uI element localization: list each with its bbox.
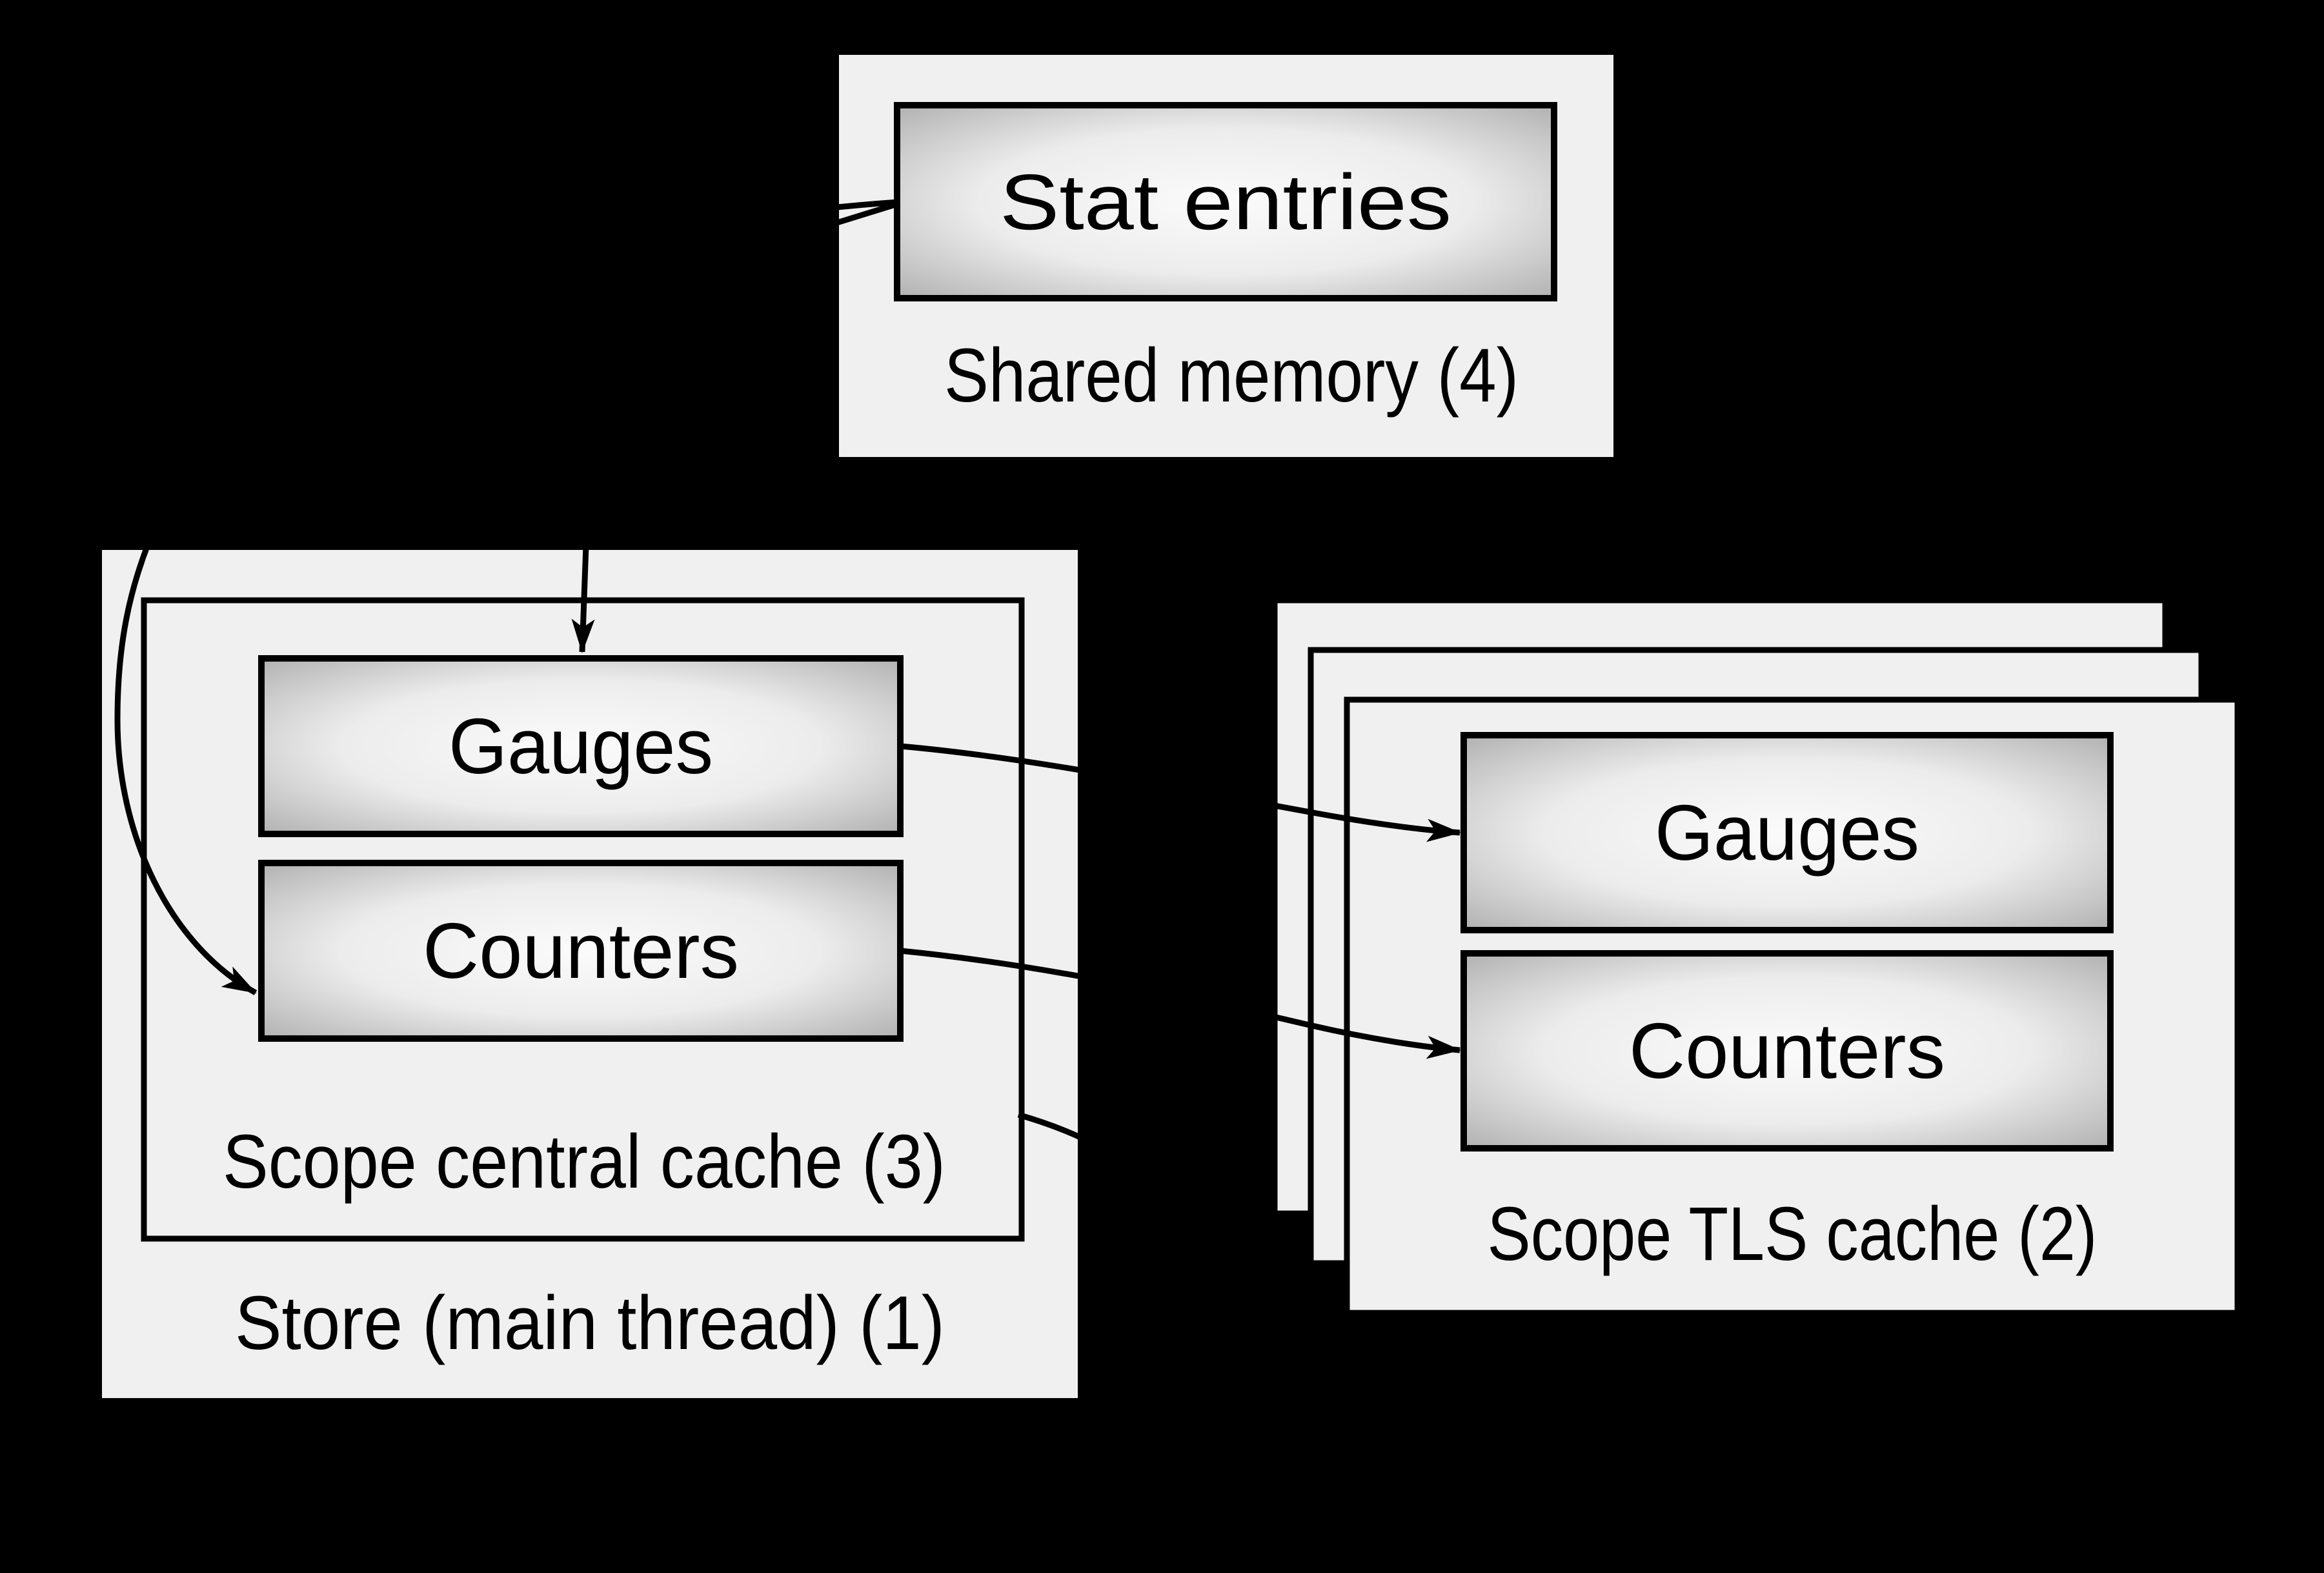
- stat-entries-label: Stat entries: [1000, 158, 1451, 246]
- arrow-central-counters-to-tls-counters: [900, 948, 1461, 1059]
- tls-cache-label: Scope TLS cache (2): [1488, 1192, 2097, 1277]
- tls-cache-stack-group: Gauges Counters Scope TLS cache (2): [1271, 597, 2241, 1316]
- gauges-label-tls: Gauges: [1655, 789, 1919, 877]
- counters-box-tls: [1460, 950, 2114, 1152]
- stat-entries-box: [894, 102, 1557, 301]
- counters-box-central: [258, 860, 904, 1042]
- gauges-box-tls: [1460, 732, 2114, 933]
- counters-label-central: Counters: [423, 907, 739, 995]
- central-cache-label: Scope central cache (3): [223, 1119, 945, 1204]
- arrow-central-cache-outbound: [1017, 1111, 1138, 1173]
- shared-memory-panel-group: Stat entries Shared memory (4): [839, 55, 1613, 457]
- arrow-central-gauges-to-tls-gauges: [900, 743, 1461, 842]
- arrow-into-stat-entries-upper: [801, 199, 900, 214]
- arrow-into-stat-entries-lower: [800, 200, 901, 237]
- store-label: Store (main thread) (1): [235, 1281, 945, 1366]
- gauges-label-central: Gauges: [449, 702, 713, 790]
- arrow-into-central-gauges: [571, 509, 595, 653]
- store-panel-group: Gauges Counters Scope central cache (3) …: [102, 550, 1078, 1398]
- edges-group: [114, 199, 1461, 1173]
- counters-label-tls: Counters: [1629, 1007, 1945, 1095]
- arrow-into-central-counters: [114, 512, 258, 995]
- shared-memory-label: Shared memory (4): [944, 333, 1519, 418]
- gauges-box-central: [258, 655, 904, 837]
